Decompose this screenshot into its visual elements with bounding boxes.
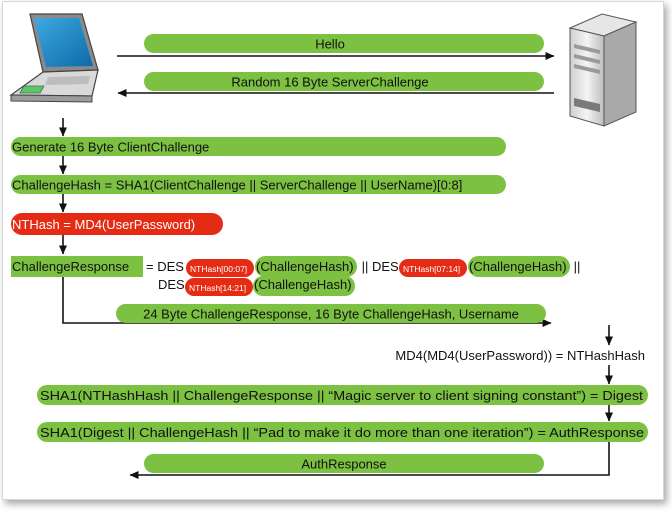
- step-auth-response-label: SHA1(Digest || ChallengeHash || “Pad to …: [40, 425, 644, 440]
- step-nt-hash-label: NTHash = MD4(UserPassword): [12, 217, 195, 232]
- des-key-3-pill: [185, 278, 253, 296]
- des-key-1-pill: [186, 259, 254, 277]
- step-challenge-hash-label: ChallengeHash = SHA1(ClientChallenge || …: [12, 178, 462, 193]
- step-client-challenge: Generate 16 Byte ClientChallenge: [11, 137, 506, 156]
- des-arg-2: (ChallengeHash): [469, 259, 567, 274]
- des-2-text: DES: [372, 259, 399, 274]
- separator-2: ||: [570, 259, 580, 274]
- message-auth-response-label: AuthResponse: [301, 457, 386, 472]
- message-challenge-response-label: 24 Byte ChallengeResponse, 16 Byte Chall…: [143, 307, 519, 322]
- des-arg-3: (ChallengeHash): [254, 277, 352, 292]
- step-digest: SHA1(NTHashHash || ChallengeResponse || …: [37, 385, 648, 405]
- step-client-challenge-label: Generate 16 Byte ClientChallenge: [12, 140, 209, 155]
- message-auth-response: AuthResponse: [144, 454, 544, 473]
- laptop-icon: [9, 13, 99, 103]
- des-key-2: NTHash[07:14]: [403, 264, 460, 274]
- challenge-response-box: [11, 256, 143, 277]
- des-arg-1: (ChallengeHash): [256, 259, 354, 274]
- des-key-3: NTHash[14:21]: [189, 283, 246, 293]
- step-nt-hash-hash: MD4(MD4(UserPassword)) = NTHashHash: [395, 348, 645, 363]
- step-auth-response: SHA1(Digest || ChallengeHash || “Pad to …: [37, 422, 648, 442]
- message-challenge-response: 24 Byte ChallengeResponse, 16 Byte Chall…: [116, 304, 546, 323]
- des-eq-text: = DES: [146, 259, 184, 274]
- step-challenge-response: ChallengeResponse = DES NTHash[00:07] (C…: [11, 256, 580, 296]
- arrow-auth-to-client: [129, 442, 610, 479]
- message-hello: Hello: [117, 34, 555, 60]
- server-tower-icon: [568, 13, 638, 127]
- des-3-text: DES: [158, 277, 185, 292]
- message-server-challenge: Random 16 Byte ServerChallenge: [117, 72, 554, 97]
- des-arg-3-pill: [253, 276, 355, 296]
- des-key-1: NTHash[00:07]: [190, 264, 247, 274]
- des-key-2-pill: [399, 259, 467, 277]
- separator-1: ||: [358, 259, 372, 274]
- step-digest-label: SHA1(NTHashHash || ChallengeResponse || …: [40, 388, 643, 403]
- step-challenge-hash: ChallengeHash = SHA1(ClientChallenge || …: [11, 175, 506, 194]
- message-server-challenge-label: Random 16 Byte ServerChallenge: [231, 75, 428, 90]
- message-hello-label: Hello: [315, 37, 345, 52]
- step-nt-hash: NTHash = MD4(UserPassword): [11, 213, 223, 235]
- challenge-response-label: ChallengeResponse: [12, 259, 129, 274]
- des-arg-1-pill: [255, 256, 357, 277]
- des-arg-2-pill: [468, 256, 570, 277]
